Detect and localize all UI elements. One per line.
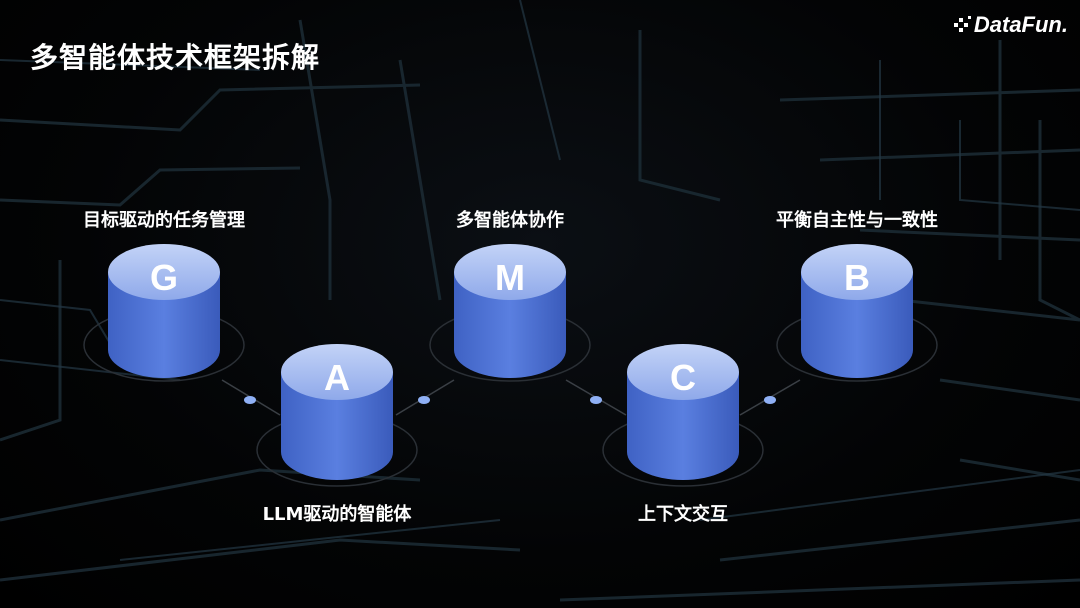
node-c: C (602, 344, 764, 487)
node-m-label: 多智能体协作 (456, 210, 564, 231)
connector-dot (764, 396, 776, 404)
connector-dot (244, 396, 256, 404)
node-m: M (429, 244, 591, 382)
node-letter: C (670, 357, 696, 398)
node-a-label: LLM驱动的智能体 (262, 504, 412, 525)
logo-text: DataFun. (973, 12, 1068, 37)
logo-mark-icon (953, 16, 971, 32)
node-letter: G (150, 257, 178, 298)
cylinder-body (627, 372, 739, 480)
cylinder-body (801, 272, 913, 378)
cylinder-top (627, 344, 739, 400)
node-b-label: 平衡自主性与一致性 (776, 210, 938, 231)
node-letter: A (324, 357, 350, 398)
cylinder-top (281, 344, 393, 400)
node-letter: M (495, 257, 525, 298)
node-c-label: 上下文交互 (638, 504, 728, 525)
connector-dot (590, 396, 602, 404)
node-b: B (776, 244, 938, 382)
connector-dot (418, 396, 430, 404)
cylinder-body (454, 272, 566, 378)
connector-dots (244, 396, 776, 404)
cylinder-body (281, 372, 393, 480)
node-g: G (83, 244, 245, 382)
datafun-logo: DataFun. (953, 12, 1068, 38)
cylinder-top (454, 244, 566, 300)
cylinder-body (108, 272, 220, 378)
node-letter: B (844, 257, 870, 298)
cylinder-top (108, 244, 220, 300)
node-a: A (256, 344, 418, 487)
node-g-label: 目标驱动的任务管理 (83, 210, 245, 231)
page-title: 多智能体技术框架拆解 (30, 41, 321, 74)
cylinder-top (801, 244, 913, 300)
